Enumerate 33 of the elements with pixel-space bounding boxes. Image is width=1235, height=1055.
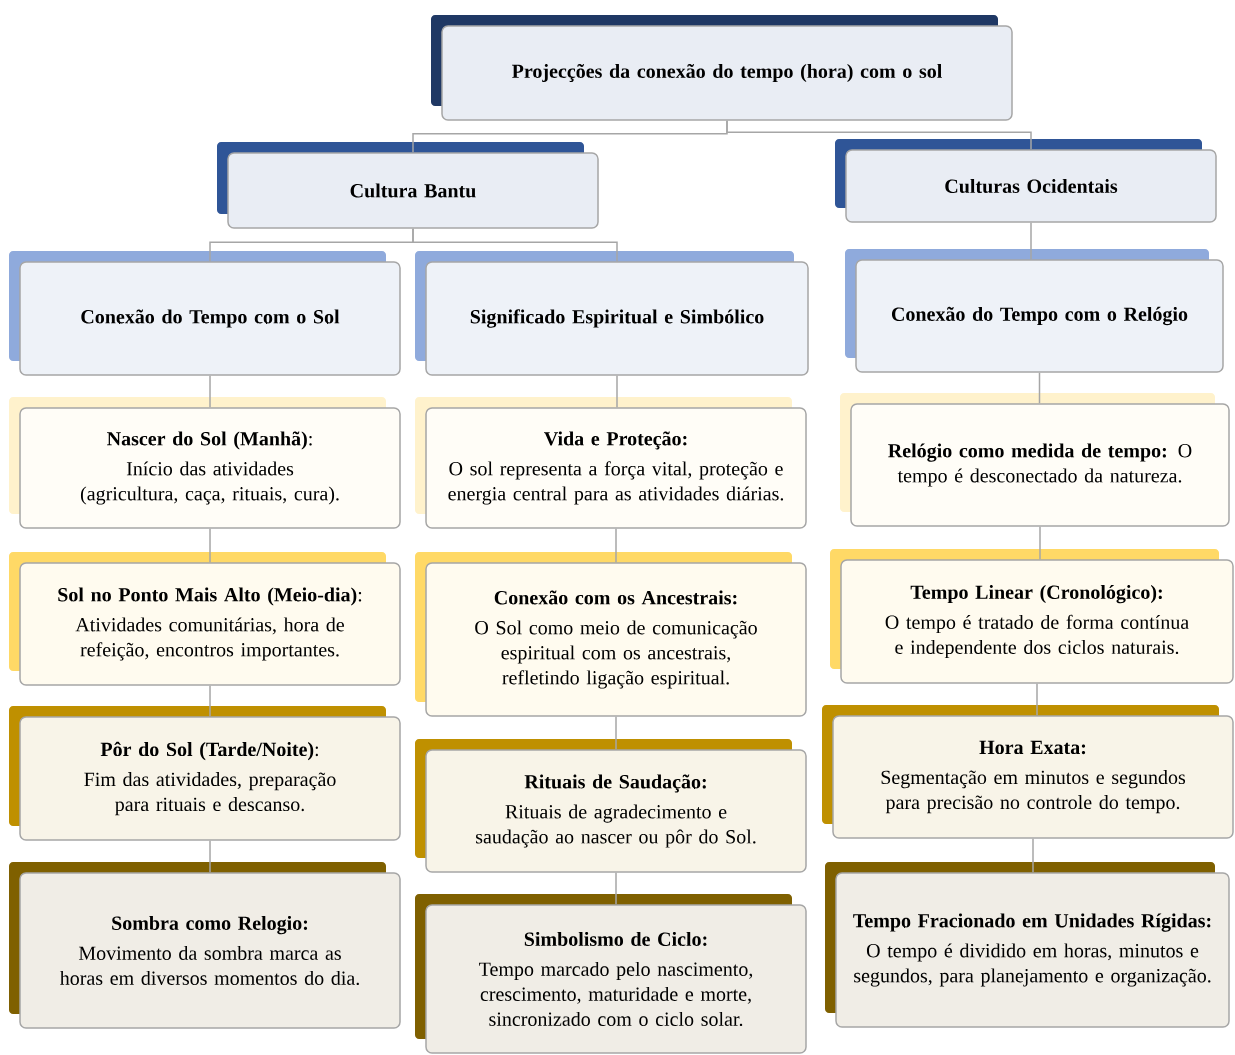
connector-line [209,375,211,408]
process-box: Conexão do Tempo com o Relógio [845,249,1224,373]
process-box: Nascer do Sol (Manhã): Início das atividades (agricultura, caça, rituais, cura). [9,397,401,529]
process-box: Culturas Ocidentais [835,139,1217,223]
process-box: Relógio como medida de tempo: O tempo é desconectado da natureza. [840,393,1230,527]
connector-line [615,872,617,905]
connector-line [412,228,618,262]
process-box: Hora Exata: Segmentação em minutos e segundos para precisão no controle do tempo. [822,705,1234,839]
connector-line [209,840,211,873]
connector-line [1032,838,1034,873]
connector-line [209,685,211,717]
connector-line [726,120,1032,150]
process-box: Projecções da conexão do tempo (hora) com o sol [431,15,1013,121]
process-box: Significado Espiritual e Simbólico [415,251,809,376]
connector-line [1039,526,1041,560]
process-box: Simbolismo de Ciclo: Tempo marcado pelo nascimento, crescimento, maturidade e morte, sincronizado com o ciclo solar. [415,894,807,1054]
process-box: Vida e Proteção: O sol representa a força vital, proteção e energia central para as atividades diárias. [415,397,807,529]
connector-line [615,716,617,750]
connector-line [1030,222,1032,260]
process-box: Pôr do Sol (Tarde/Noite): Fim das atividades, preparação para rituais e descanso. [9,706,401,841]
connector-line [1038,372,1041,404]
process-box: Conexão do Tempo com o Sol [9,251,401,376]
connector-line [1036,683,1038,716]
process-box: Sombra como Relogio: Movimento da sombra marca as horas em diversos momentos do dia. [9,862,401,1029]
connector-line [209,528,211,563]
process-box: Conexão com os Ancestrais: O Sol como meio de comunicação espiritual com os ancestrais, refletindo ligação espiritual. [415,552,807,717]
process-box: Sol no Ponto Mais Alto (Meio-dia): Atividades comunitárias, hora de refeição, encontros importantes. [9,552,401,686]
process-box: Cultura Bantu [217,142,599,229]
process-box: Rituais de Saudação: Rituais de agradecimento e saudação ao nascer ou pôr do Sol. [415,739,807,873]
process-box: Tempo Linear (Cronológico): O tempo é tratado de forma contínua e independente dos ciclos naturais. [830,549,1234,684]
connector-line [615,528,617,563]
process-box: Tempo Fracionado em Unidades Rígidas: O tempo é dividido em horas, minutos e segundos, para planejamento e organização. [825,862,1230,1028]
connector-line [616,375,618,408]
